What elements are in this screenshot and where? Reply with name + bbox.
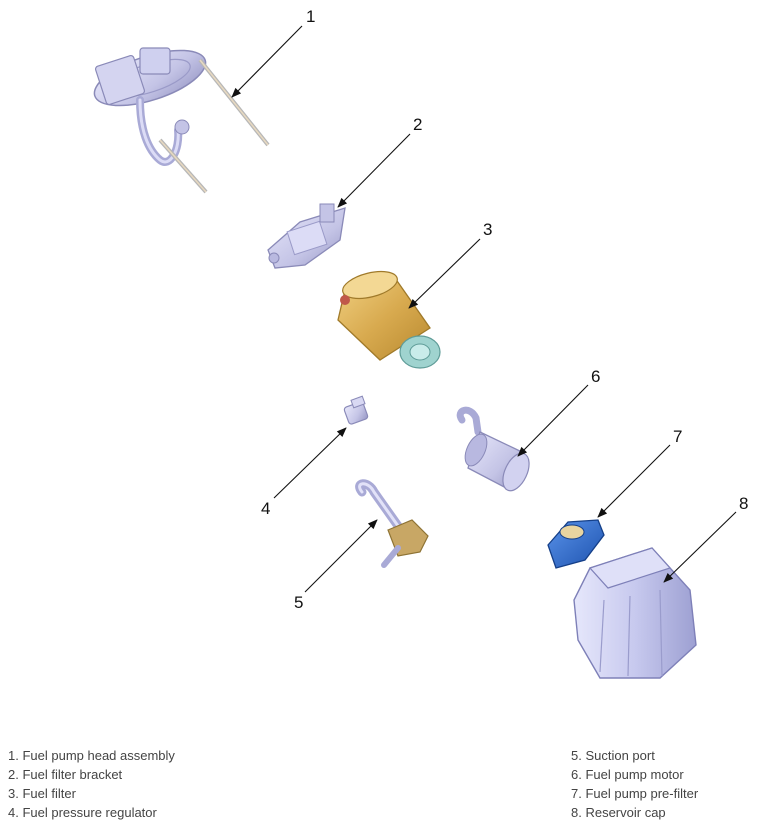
callout-number-5: 5: [294, 593, 303, 612]
callout-numbers: 1 2 3 4 5 6 7 8: [261, 7, 748, 612]
callout-number-6: 6: [591, 367, 600, 386]
legend-item: 8. Reservoir cap: [571, 805, 666, 820]
legend-item: 4. Fuel pressure regulator: [8, 805, 157, 820]
callout-line-3: [408, 238, 481, 309]
callout-lines: [231, 25, 737, 593]
legend-item: 3. Fuel filter: [8, 786, 76, 801]
fuel-pump-motor: [456, 406, 530, 492]
legend-item: 7. Fuel pump pre-filter: [571, 786, 699, 801]
reservoir-cap: [573, 547, 697, 679]
callout-line-6: [517, 384, 589, 457]
legend-item: 5. Suction port: [571, 748, 655, 763]
fuel-filter: [337, 270, 441, 369]
callout-number-4: 4: [261, 499, 270, 518]
callout-line-2: [337, 133, 411, 208]
legend-left: 1. Fuel pump head assembly 2. Fuel filte…: [8, 746, 175, 822]
fuel-pump-pre-filter: [547, 519, 605, 569]
callout-line-4: [273, 427, 347, 499]
fuel-filter-bracket: [267, 203, 346, 269]
callout-line-8: [663, 511, 737, 583]
legend-item: 6. Fuel pump motor: [571, 767, 684, 782]
callout-line-7: [597, 444, 671, 518]
fuel-pressure-regulator: [343, 395, 369, 425]
fuel-pump-head-assembly: [93, 47, 270, 194]
callout-number-2: 2: [413, 115, 422, 134]
exploded-diagram: 1 2 3 4 5 6 7 8: [93, 7, 748, 679]
legend-item: 2. Fuel filter bracket: [8, 767, 123, 782]
legend-item: 1. Fuel pump head assembly: [8, 748, 175, 763]
callout-number-8: 8: [739, 494, 748, 513]
callout-number-3: 3: [483, 220, 492, 239]
callout-line-5: [304, 519, 378, 593]
callout-number-1: 1: [306, 7, 315, 26]
callout-number-7: 7: [673, 427, 682, 446]
callout-line-1: [231, 25, 303, 98]
legend-right: 5. Suction port 6. Fuel pump motor 7. Fu…: [571, 746, 698, 822]
suction-port: [355, 479, 429, 568]
